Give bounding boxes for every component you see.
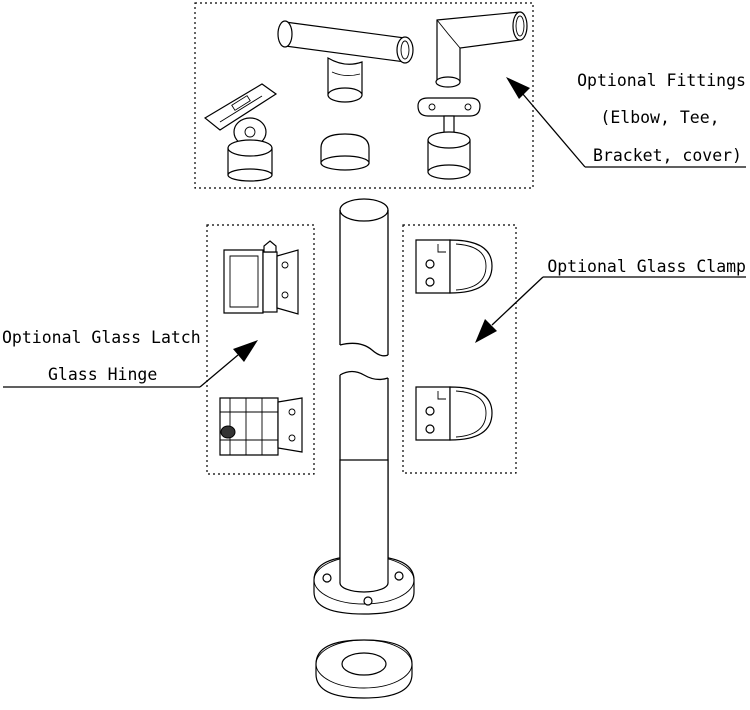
- fittings-label-line1: Optional Fittings: [577, 71, 746, 90]
- latch-hinge-leader: [3, 340, 258, 388]
- saddle-bracket-fitting: [203, 83, 278, 182]
- glass-clamp-upper: [415, 239, 493, 294]
- base-flange: [313, 459, 415, 615]
- end-cover-fitting: [320, 133, 370, 171]
- latch-label: Optional Glass Latch: [2, 328, 201, 347]
- flange-cover: [315, 639, 413, 699]
- latch-hinge-box: [206, 224, 315, 475]
- fittings-label-line2: (Elbow, Tee,: [600, 108, 719, 127]
- post-bracket-fitting: [417, 97, 481, 180]
- glass-clamp-leader: [475, 276, 746, 343]
- elbow-fitting: [435, 11, 528, 88]
- glass-clamp-label: Optional Glass Clamp: [547, 257, 746, 276]
- fittings-label-line3: Bracket, cover): [593, 146, 742, 165]
- fittings-leader: [506, 77, 746, 168]
- hinge-label: Glass Hinge: [48, 365, 157, 384]
- glass-clamp-lower: [415, 386, 493, 441]
- glass-latch: [219, 397, 303, 456]
- glass-hinge: [223, 240, 299, 315]
- fittings-box: [194, 2, 534, 189]
- glass-clamp-box: [402, 224, 517, 474]
- tee-fitting: [277, 20, 414, 103]
